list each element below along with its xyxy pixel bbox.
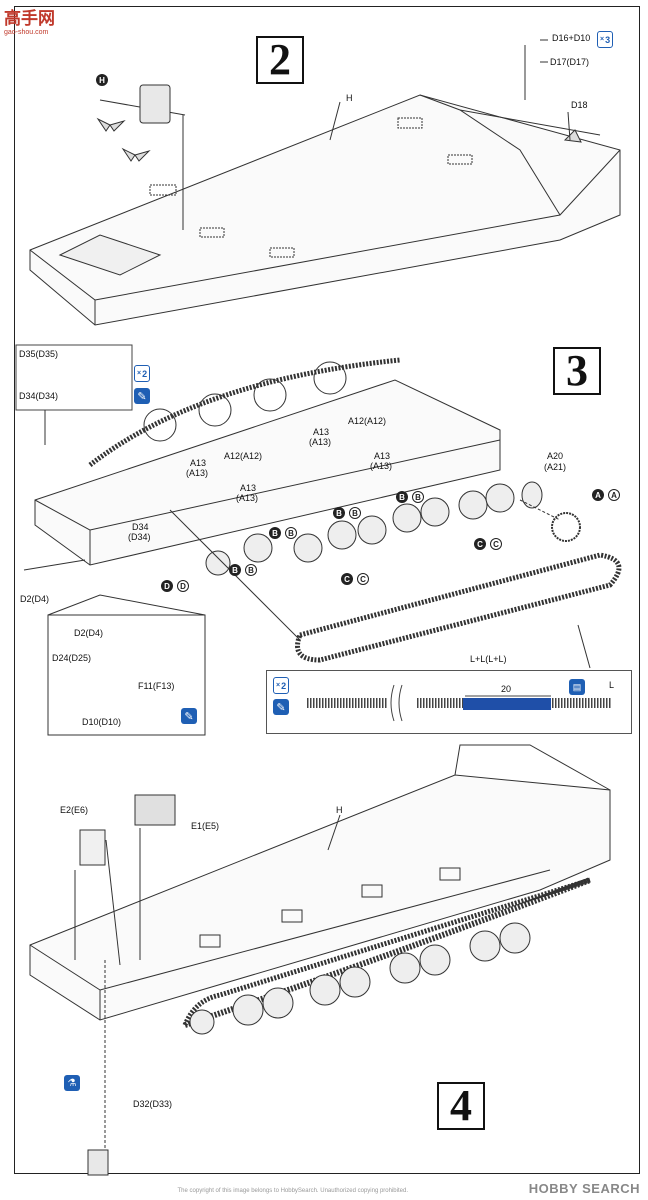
label-a13-mid-1p: (A13) xyxy=(309,437,332,447)
callout-b: B xyxy=(229,564,241,576)
glue-icon: ✎ xyxy=(181,708,197,724)
label-a13-mid-2: A13 xyxy=(374,451,391,461)
quantity-badge-inset: ×2 xyxy=(134,365,151,382)
callout-c-paren: C xyxy=(490,538,502,550)
label-e2: E2(E6) xyxy=(60,805,89,815)
label-d34: D34 xyxy=(132,522,149,532)
track-label-l: L xyxy=(609,680,615,690)
label-a13-left-1p: (A13) xyxy=(186,468,209,478)
label-a12-right: A12(A12) xyxy=(348,416,387,426)
track-assembly-inset: ×2 ✎ 20 ▤ L xyxy=(266,670,632,734)
quantity-value: 2 xyxy=(281,680,287,691)
page-frame xyxy=(14,6,640,1174)
label-a13-mid-2p: (A13) xyxy=(370,461,393,471)
label-d35: D35(D35) xyxy=(19,349,59,359)
step4-hull-drawing xyxy=(29,744,611,1176)
glue-icon: ✎ xyxy=(273,699,289,715)
label-track-l: L+L(L+L) xyxy=(470,654,507,664)
label-a13-left-2p: (A13) xyxy=(236,493,259,503)
label-a20: A20 xyxy=(547,451,564,461)
label-d17: D17(D17) xyxy=(550,57,590,67)
label-a13-left-1: A13 xyxy=(190,458,207,468)
label-d10: D10(D10) xyxy=(82,717,122,727)
callout-a-paren: A xyxy=(608,489,620,501)
label-d34-inset: D34(D34) xyxy=(19,391,59,401)
step2-hull-drawing xyxy=(29,39,621,326)
cement-icon: ⚗ xyxy=(64,1075,80,1091)
label-d2: D2(D4) xyxy=(20,594,50,604)
callout-b-paren: B xyxy=(349,507,361,519)
callout-b-paren: B xyxy=(412,491,424,503)
callout-c: C xyxy=(341,573,353,585)
footer-copyright: The copyright of this image belongs to H… xyxy=(177,1188,408,1194)
label-d16-d10: D16+D10 xyxy=(552,33,591,43)
label-a13-left-2: A13 xyxy=(240,483,257,493)
callout-b: B xyxy=(269,527,281,539)
site-watermark-logo: 高手网 gao-shou.com xyxy=(4,4,66,40)
watermark-url: gao-shou.com xyxy=(4,29,49,36)
label-e1: E1(E5) xyxy=(191,821,220,831)
track-link-count: 20 xyxy=(501,684,512,694)
part-callout-h: H xyxy=(96,74,108,86)
label-d24: D24(D25) xyxy=(52,653,92,663)
step3-hull-drawing xyxy=(15,344,622,736)
quantity-value: 2 xyxy=(142,368,148,379)
quantity-badge-track: ×2 xyxy=(273,677,290,694)
callout-d-paren: D xyxy=(177,580,189,592)
highlighted-track-section xyxy=(463,698,551,710)
callout-c: C xyxy=(474,538,486,550)
step-number-2: 2 xyxy=(256,36,304,84)
label-d2-inset: D2(D4) xyxy=(74,628,104,638)
callout-a: A xyxy=(592,489,604,501)
paint-icon: ▤ xyxy=(569,679,585,695)
label-d32: D32(D33) xyxy=(133,1099,173,1109)
callout-b: B xyxy=(396,491,408,503)
callout-b-paren: B xyxy=(285,527,297,539)
label-f11: F11(F13) xyxy=(138,681,175,691)
glue-icon: ✎ xyxy=(134,388,150,404)
callout-b-paren: B xyxy=(245,564,257,576)
label-d34p: (D34) xyxy=(128,532,151,542)
label-hull-h: H xyxy=(346,93,353,103)
label-a13-mid-1: A13 xyxy=(313,427,330,437)
callout-b: B xyxy=(333,507,345,519)
callout-c-paren: C xyxy=(357,573,369,585)
callout-d: D xyxy=(161,580,173,592)
watermark-brand: 高手网 xyxy=(4,9,55,28)
footer-brand-logo: HOBBY SEARCH xyxy=(528,1181,640,1196)
step-number-4: 4 xyxy=(437,1082,485,1130)
step-number-3: 3 xyxy=(553,347,601,395)
label-a21: (A21) xyxy=(544,462,567,472)
quantity-badge: ×3 xyxy=(597,31,614,48)
quantity-value: 3 xyxy=(605,34,611,45)
label-d18: D18 xyxy=(571,100,588,110)
label-a12-left: A12(A12) xyxy=(224,451,263,461)
label-hull-h: H xyxy=(336,805,343,815)
